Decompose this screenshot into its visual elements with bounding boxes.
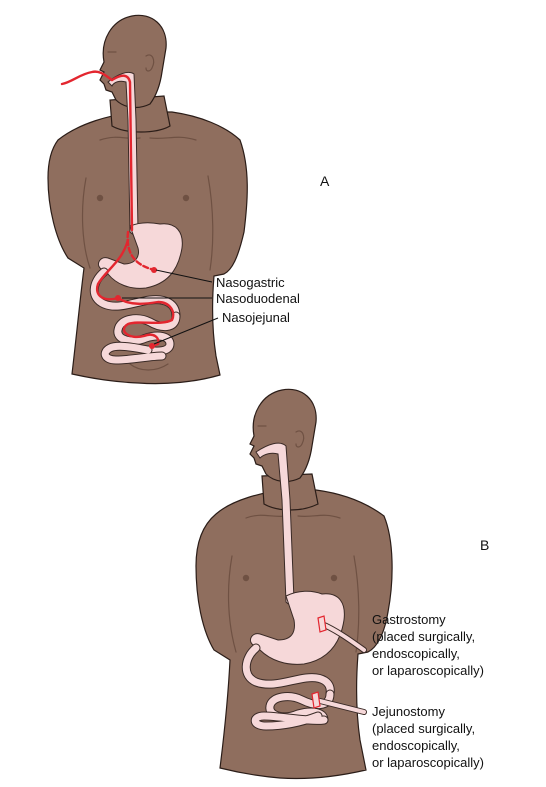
- panel-b-jejunostomy-line2: endoscopically,: [372, 738, 460, 753]
- panel-a-right-arm-crease: [207, 175, 214, 271]
- panel-a-duodenum-fill: [90, 268, 180, 320]
- panel-a-left-nipple: [96, 194, 104, 202]
- panel-a-tube-nasoduodenal: [95, 238, 130, 301]
- panel-a-left-arm-crease: [81, 177, 91, 269]
- panel-b-gastrostomy-line1: (placed surgically,: [372, 629, 475, 644]
- panel-b-gastrostomy-tip: [317, 615, 327, 633]
- panel-a-navel-line: [129, 363, 169, 371]
- panel-a-tip-nasogastric: [151, 267, 157, 273]
- panel-a-stomach: [97, 222, 183, 289]
- panel-b: Gastrostomy (placed surgically, endoscop…: [195, 388, 489, 780]
- panel-a-letter: A: [320, 173, 330, 189]
- panel-a-tube-external: [60, 70, 114, 86]
- panel-a-ileum-fill: [101, 342, 166, 364]
- panel-b-ear: [295, 430, 305, 448]
- panel-a-tube-nasojejunal: [116, 296, 175, 348]
- panel-a-leader-nasogastric: [155, 269, 213, 283]
- panel-a-label-nasojejunal: Nasojejunal: [222, 310, 290, 325]
- panel-b-right-nipple: [330, 574, 338, 582]
- panel-a-tip-nasojejunal: [149, 343, 155, 349]
- panel-b-jejunostomy-tube-fill: [314, 698, 366, 714]
- panel-b-neck: [261, 473, 319, 511]
- panel-a-tip-nasoduodenal: [115, 295, 121, 301]
- panel-a-leader-nasojejunal: [153, 317, 219, 345]
- panel-b-jejunostomy-tip: [311, 691, 321, 709]
- panel-a-right-nipple: [182, 194, 190, 202]
- panel-b-letter: B: [480, 537, 489, 553]
- panel-a-head: [99, 14, 167, 109]
- panel-a-label-nasogastric: Nasogastric: [216, 275, 285, 290]
- panel-a-tube-nasogastric: [126, 230, 156, 272]
- panel-a-ear: [145, 54, 155, 72]
- panel-b-left-nipple: [242, 574, 250, 582]
- panel-b-stomach: [249, 590, 345, 665]
- panel-b-left-arm-crease: [227, 555, 237, 653]
- panel-b-head: [249, 388, 317, 483]
- panel-b-jejunostomy-title: Jejunostomy: [372, 704, 445, 719]
- panel-b-ileum-fill: [251, 712, 328, 730]
- panel-b-gastrostomy-line2: endoscopically,: [372, 646, 460, 661]
- panel-a: Nasogastric Nasoduodenal Nasojejunal A: [47, 14, 330, 385]
- panel-a-tube-esophageal: [110, 74, 134, 232]
- panel-a-label-nasoduodenal: Nasoduodenal: [216, 291, 300, 306]
- panel-b-gastrostomy-title: Gastrostomy: [372, 612, 446, 627]
- panel-b-jejunostomy-line1: (placed surgically,: [372, 721, 475, 736]
- panel-b-duodenum-fill: [242, 644, 334, 698]
- panel-b-gastrostomy-line3: or laparoscopically): [372, 663, 484, 678]
- panel-b-jejunostomy-line3: or laparoscopically): [372, 755, 484, 770]
